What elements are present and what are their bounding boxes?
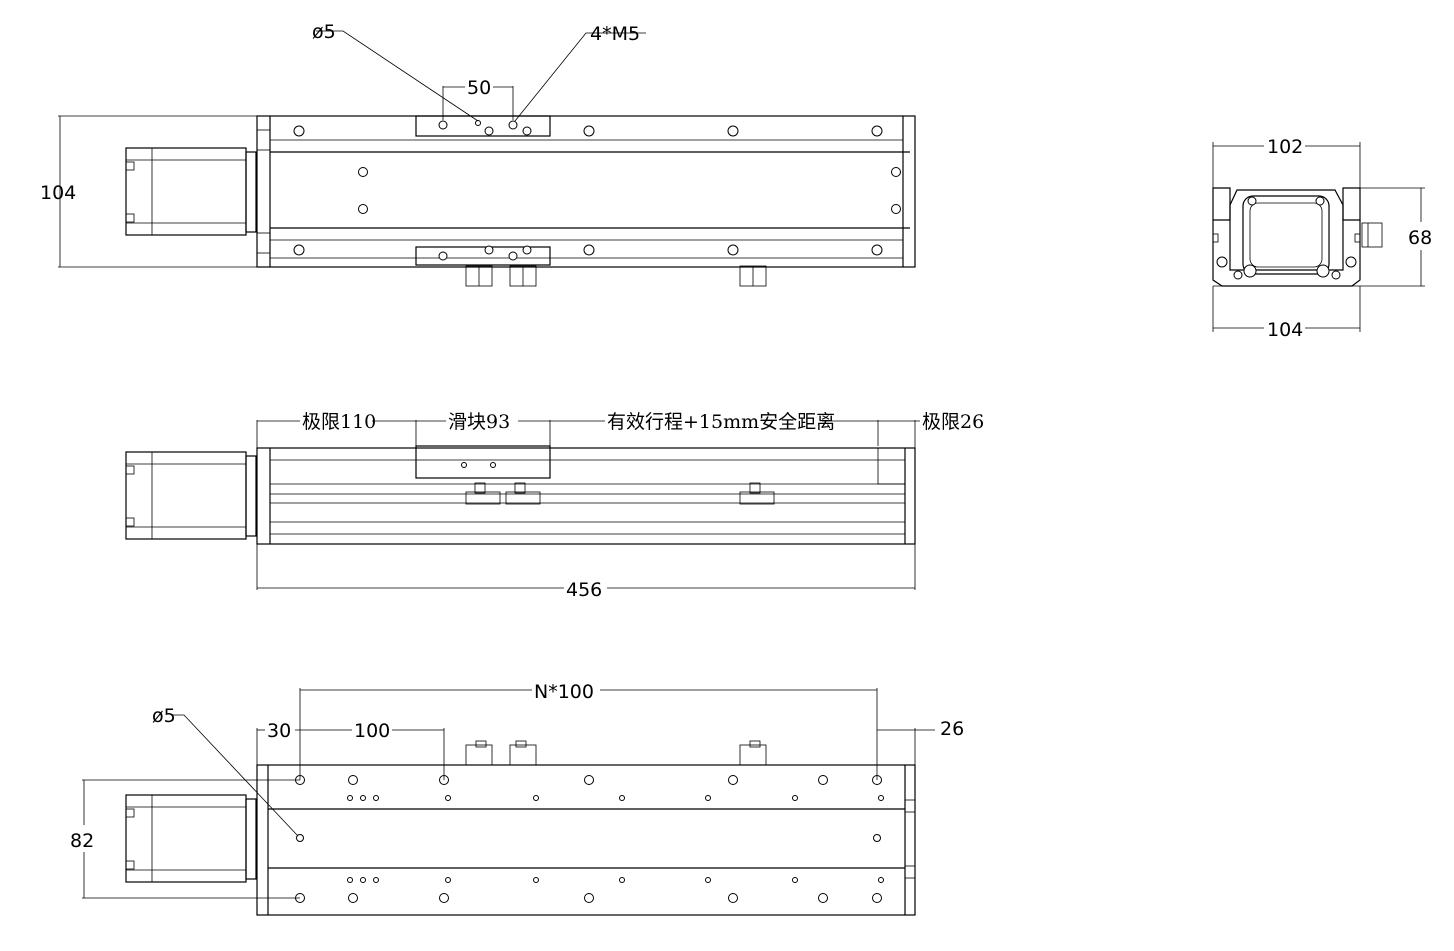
rail-body-bottom: [256, 740, 916, 916]
side-view: 极限110 滑块93 有效行程+15mm安全距离 极限26 456: [125, 411, 984, 601]
bottom-view-dimensions: [82, 688, 935, 899]
motor-side: [125, 451, 257, 540]
effective-stroke-label: 有效行程+15mm安全距离: [607, 411, 835, 433]
bottom-height-label: 82: [70, 830, 94, 852]
pitch-label-50: 50: [467, 77, 491, 99]
spacing-label: 100: [354, 720, 390, 742]
limit-left-label: 极限110: [302, 411, 376, 433]
rail-body-top: [256, 115, 916, 287]
offset-left-label: 30: [267, 720, 291, 742]
motor-top: [125, 147, 257, 236]
total-length-label: 456: [566, 579, 602, 601]
hole-diameter-label: ø5: [312, 21, 336, 43]
height-label-104: 104: [40, 182, 76, 204]
slider-length-label: 滑块93: [448, 411, 510, 433]
offset-right-label: 26: [940, 718, 964, 740]
bottom-hole-diameter-label: ø5: [152, 705, 176, 727]
end-view: 102 68 104: [1212, 136, 1432, 341]
top-view: 104 50 ø5 4*M5: [40, 21, 916, 287]
end-bottom-width-label: 104: [1267, 319, 1303, 341]
motor-bottom: [125, 794, 257, 883]
end-top-width-label: 102: [1267, 136, 1303, 158]
end-height-label: 68: [1408, 227, 1432, 249]
hole-pitch-label: N*100: [534, 681, 594, 703]
bottom-view: N*100 ø5 30 100 26 82: [70, 681, 964, 916]
limit-right-label: 极限26: [922, 411, 984, 433]
rail-body-side: [256, 445, 916, 545]
thread-label: 4*M5: [590, 23, 640, 45]
side-view-dimensions: [256, 420, 920, 590]
top-view-dimensions: [58, 30, 646, 268]
